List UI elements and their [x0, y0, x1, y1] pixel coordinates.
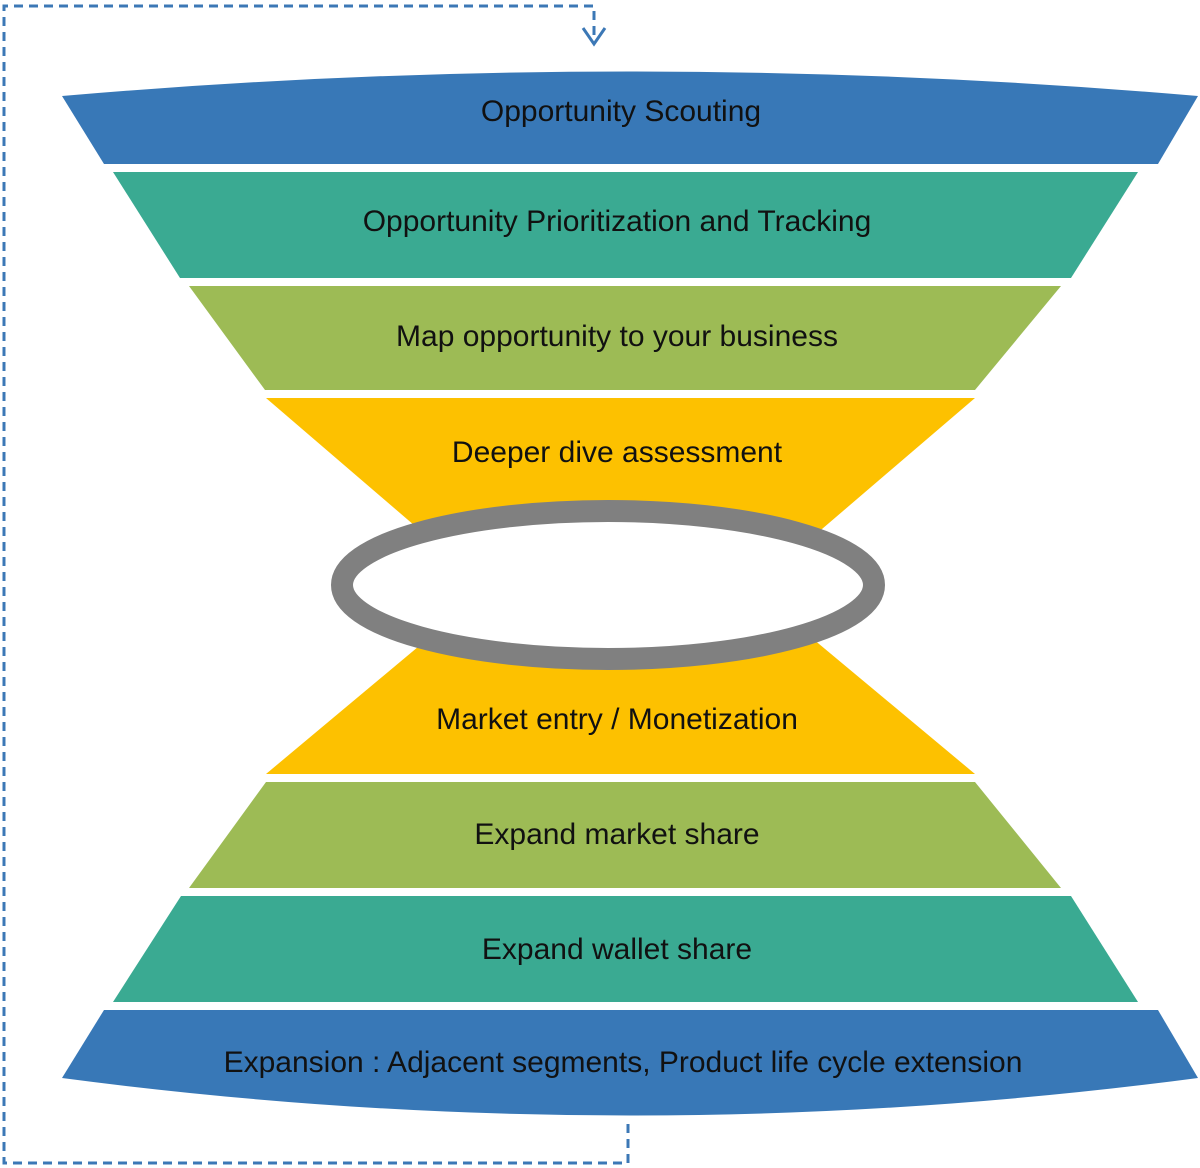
stage-expansion: [62, 1010, 1198, 1116]
stage-opportunity-scouting: [62, 71, 1198, 164]
stage-label-map-opportunity: Map opportunity to your business: [396, 320, 838, 353]
stage-opportunity-prioritization: [113, 172, 1138, 278]
stage-expand-market-share: [189, 782, 1061, 888]
stage-expand-wallet-share: [113, 896, 1138, 1002]
stage-label-opportunity-prioritization: Opportunity Prioritization and Tracking: [363, 205, 872, 238]
stage-map-opportunity: [189, 286, 1061, 390]
stage-label-deeper-dive: Deeper dive assessment: [452, 436, 783, 469]
center-ring: [331, 500, 885, 670]
stage-label-market-entry: Market entry / Monetization: [436, 703, 798, 736]
feedback-loop-connector: [2, 4, 630, 1165]
stage-label-expansion: Expansion : Adjacent segments, Product l…: [224, 1046, 1023, 1079]
stage-label-expand-wallet-share: Expand wallet share: [482, 933, 752, 966]
stage-label-expand-market-share: Expand market share: [474, 818, 759, 851]
arrow-down-icon: [581, 27, 607, 47]
stage-label-opportunity-scouting: Opportunity Scouting: [481, 95, 761, 128]
